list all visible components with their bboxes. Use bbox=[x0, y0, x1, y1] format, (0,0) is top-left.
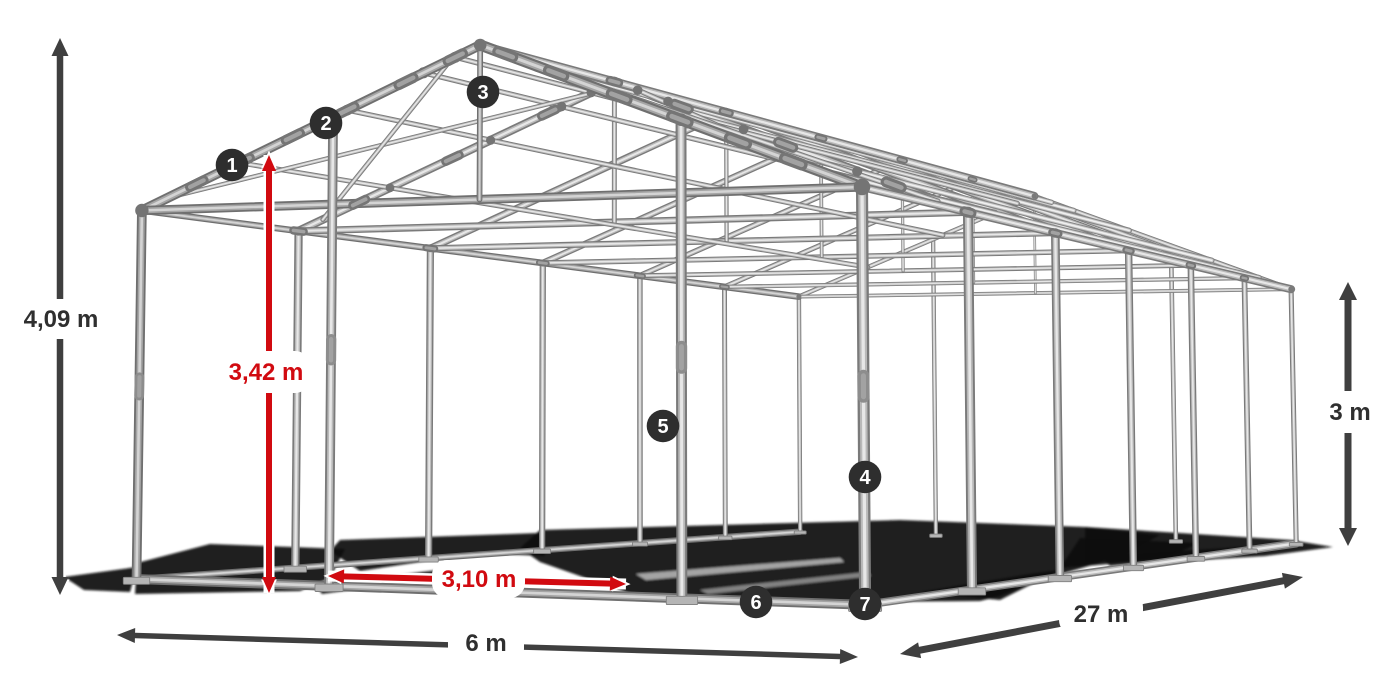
svg-text:1: 1 bbox=[226, 155, 237, 177]
svg-text:6: 6 bbox=[750, 592, 761, 614]
svg-text:4: 4 bbox=[859, 467, 871, 489]
svg-text:3: 3 bbox=[477, 82, 488, 104]
svg-text:5: 5 bbox=[657, 416, 668, 438]
svg-text:3,42 m: 3,42 m bbox=[229, 359, 304, 386]
svg-text:4,09 m: 4,09 m bbox=[24, 306, 99, 333]
svg-text:3,10 m: 3,10 m bbox=[442, 566, 517, 593]
svg-text:3 m: 3 m bbox=[1329, 399, 1370, 426]
svg-text:7: 7 bbox=[859, 594, 870, 616]
svg-text:6 m: 6 m bbox=[465, 630, 506, 657]
svg-text:27 m: 27 m bbox=[1074, 601, 1129, 628]
svg-text:2: 2 bbox=[320, 113, 331, 135]
